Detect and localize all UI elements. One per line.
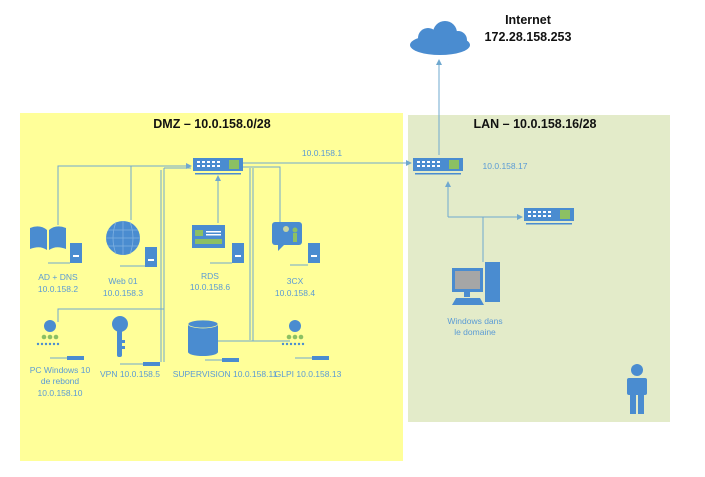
lan-pc-line1: Windows dans: [447, 316, 502, 326]
rds-name: RDS: [201, 271, 219, 281]
desktop-computer-icon: [452, 262, 500, 305]
ad-server-icon: [70, 243, 82, 263]
web-name: Web 01: [108, 276, 137, 286]
3cx-server-icon: [308, 243, 320, 263]
remote-desktop-icon: [192, 225, 225, 248]
internet-title: Internet: [505, 13, 552, 27]
rds-server-icon: [232, 243, 244, 263]
3cx-ip: 10.0.158.4: [275, 288, 315, 298]
supervision-label: SUPERVISION 10.0.158.11: [173, 369, 278, 379]
lan-title: LAN – 10.0.158.16/28: [474, 117, 597, 131]
ad-name: AD + DNS: [38, 272, 78, 282]
nic-icon: [312, 356, 329, 360]
cloud-icon: [410, 21, 470, 55]
lan-router-ip: 10.0.158.17: [483, 161, 528, 171]
rebond-name: PC Windows 10: [30, 365, 91, 375]
directory-book-icon: [30, 226, 66, 250]
web-ip: 10.0.158.3: [103, 288, 143, 298]
rebond-ip: 10.0.158.10: [38, 388, 83, 398]
lan-pc-line2: le domaine: [454, 327, 496, 337]
key-icon: [112, 316, 128, 357]
globe-icon: [106, 221, 140, 255]
3cx-name: 3CX: [287, 276, 304, 286]
nic-icon: [67, 356, 84, 360]
rds-ip: 10.0.158.6: [190, 282, 230, 292]
dmz-gateway-ip: 10.0.158.1: [302, 148, 342, 158]
person-icon: [627, 364, 647, 414]
database-icon: [187, 319, 219, 356]
nic-icon: [222, 358, 239, 362]
network-links: [48, 59, 523, 365]
internet-ip: 172.28.158.253: [485, 30, 572, 44]
ad-ip: 10.0.158.2: [38, 284, 78, 294]
dmz-title: DMZ – 10.0.158.0/28: [153, 117, 270, 131]
voip-icon: [272, 222, 302, 251]
nic-icon: [143, 362, 160, 366]
rebond-name-2: de rebond: [41, 376, 80, 386]
web-server-icon: [145, 247, 157, 267]
vpn-label: VPN 10.0.158.5: [100, 369, 160, 379]
glpi-label: GLPI 10.0.158.13: [275, 369, 342, 379]
